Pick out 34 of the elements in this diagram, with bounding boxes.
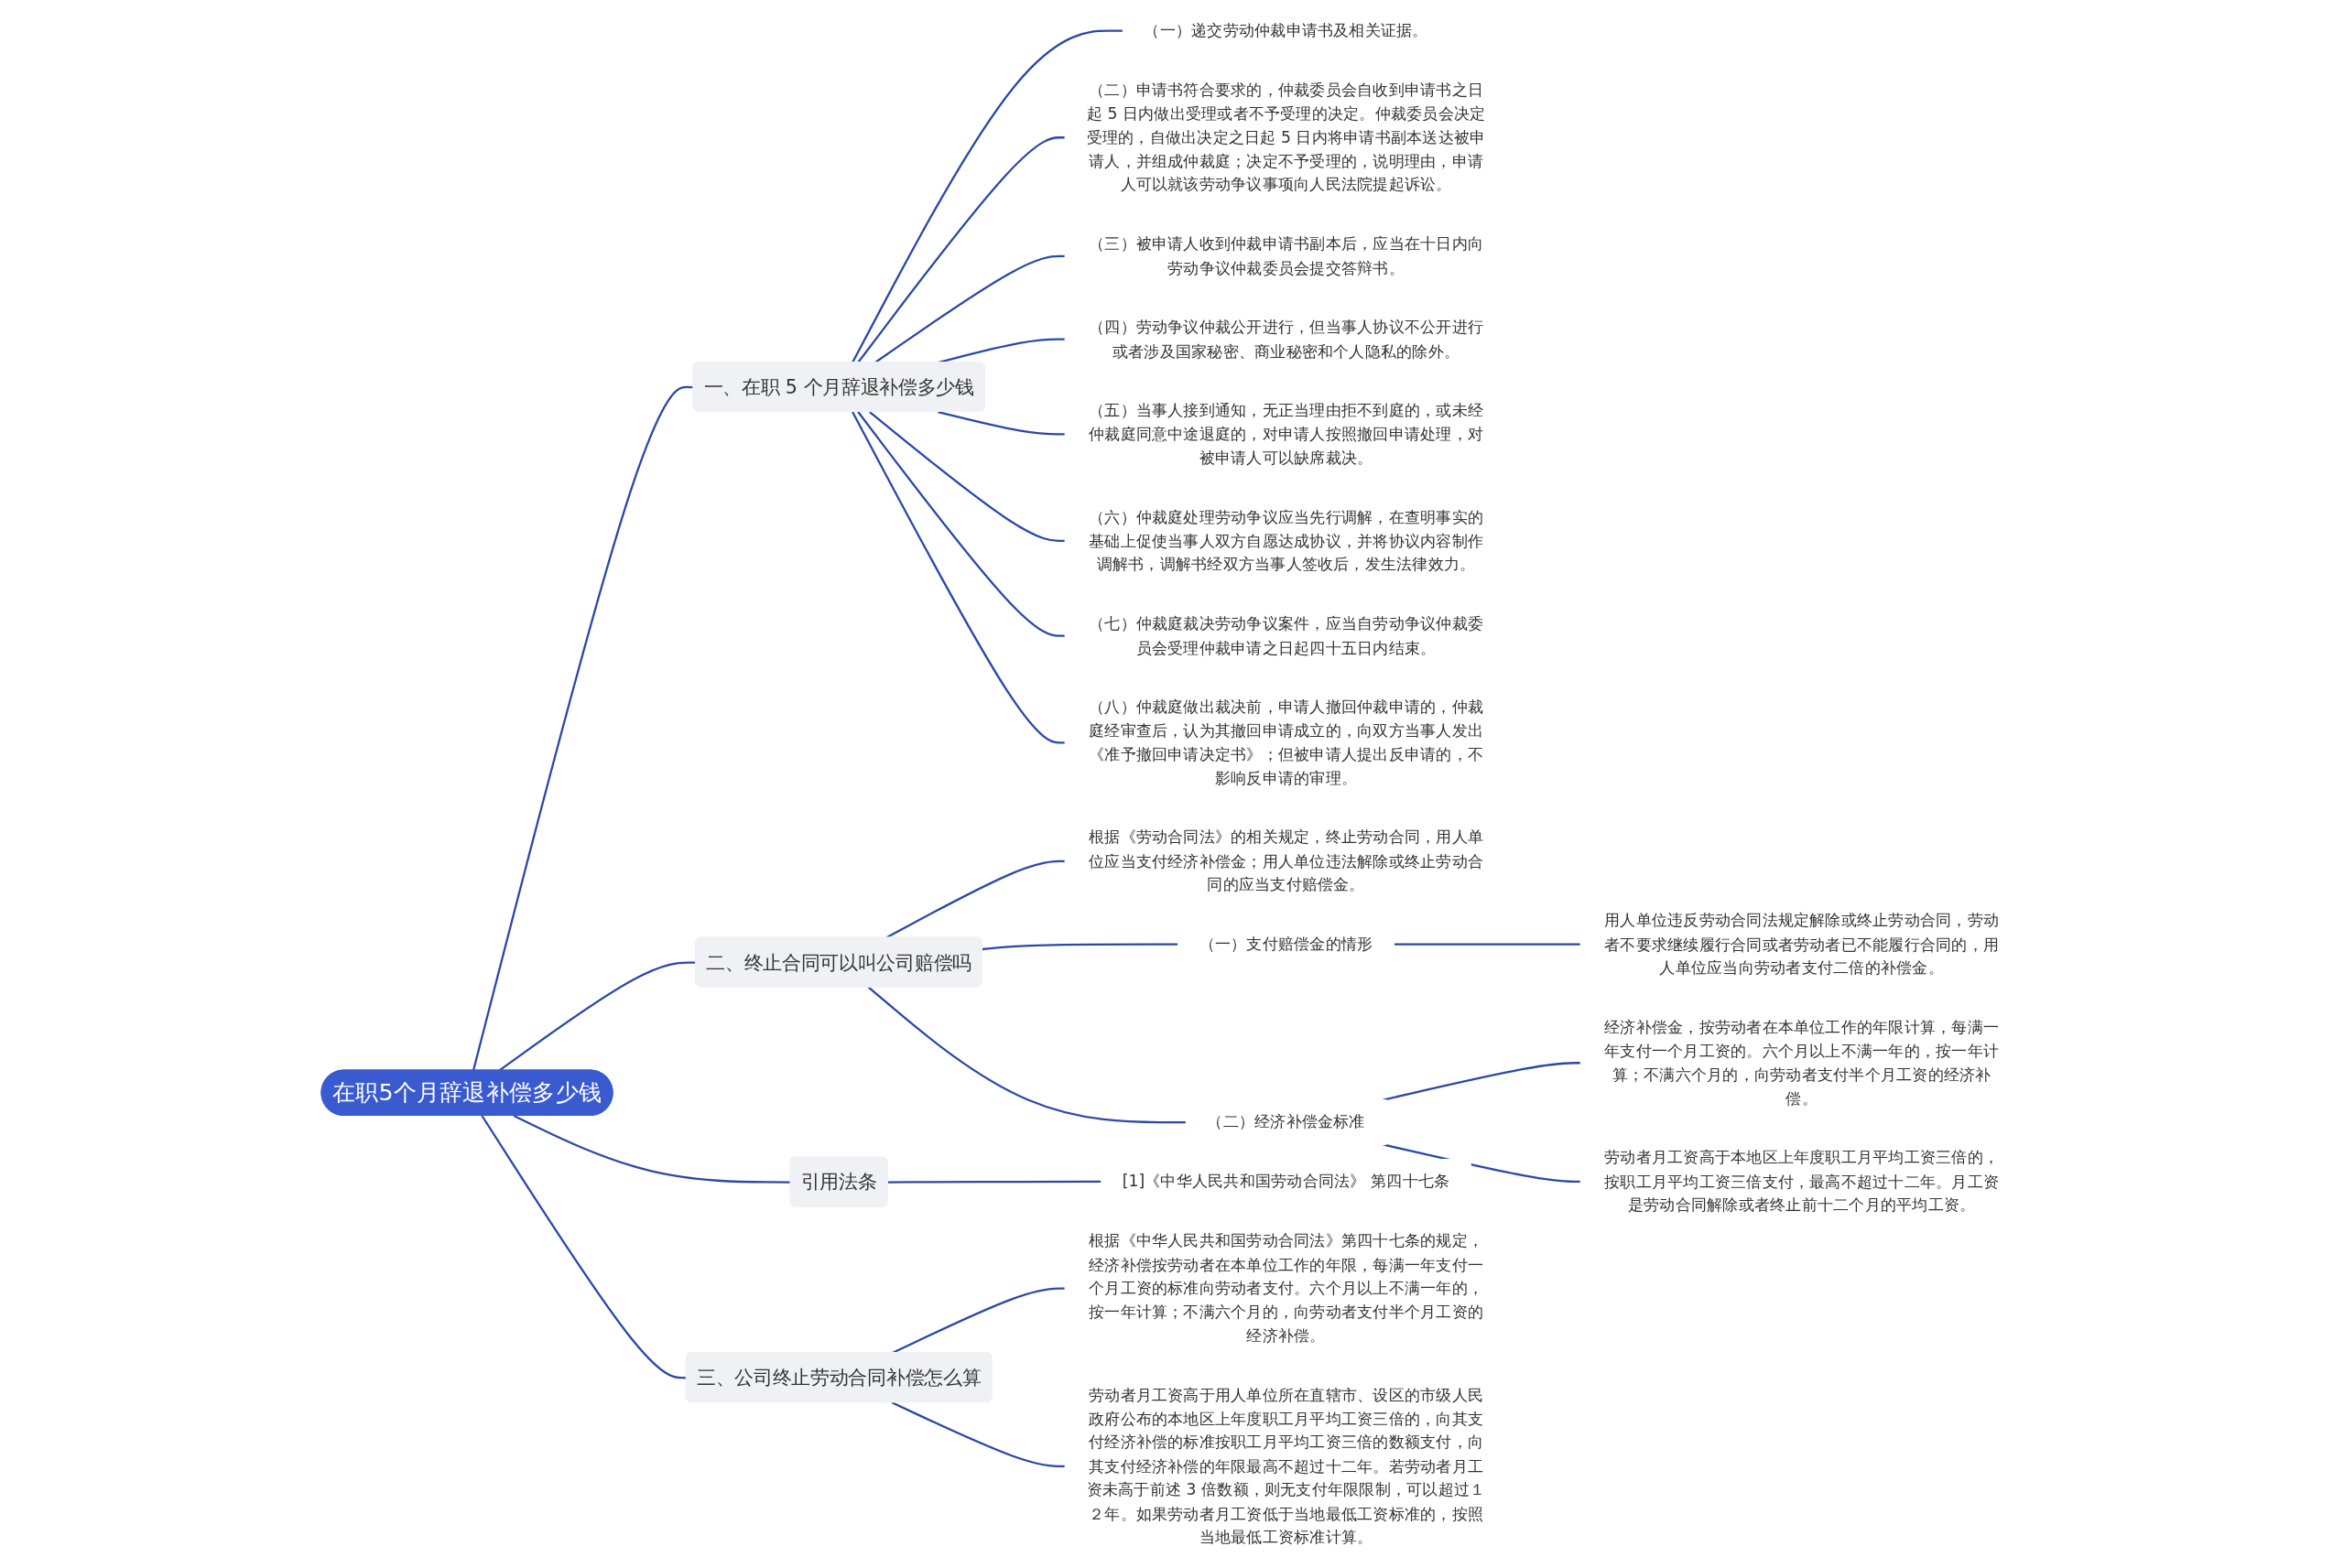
node-text: （一）支付赔偿金的情形: [1199, 935, 1373, 954]
connector: [1394, 943, 1581, 946]
node-text: 经济补偿金，按劳动者在本单位工作的年限计算，每满一年支付一个月工资的。六个月以上不满一年的，按一年计算；不满六个月的，向劳动者支付半个月工资的经济补偿。: [1604, 1017, 2000, 1108]
connector: [884, 860, 1066, 939]
connector: [982, 943, 1178, 951]
node-text: 根据《中华人民共和国劳动合同法》第四十七条的规定，经济补偿按劳动者在本单位工作的年限，每满一年支付一个月工资的标准向劳动者支付。六个月以上不满一年的，按一年计算；不满六个月的，向劳动者支付半个月工资的经济补偿。: [1089, 1231, 1483, 1346]
connector: [938, 410, 1066, 436]
node-text: （七）仲裁庭裁决劳动争议案件，应当自劳动争议仲裁委员会受理仲裁申请之日起四十五日内结束。: [1089, 614, 1483, 657]
connector: [1383, 1143, 1581, 1183]
connector: [852, 411, 1066, 744]
node-text: （三）被申请人收到仲裁申请书副本后，应当在十日内向劳动争议仲裁委员会提交答辩书。: [1089, 234, 1483, 277]
connector: [472, 385, 694, 1071]
node-text: （八）仲裁庭做出裁决前，申请人撤回仲裁申请的，仲裁庭经审查后，认为其撤回申请成立的，向双方当事人发出《准予撤回申请决定书》；但被申请人提出反申请的，不影响反申请的审理。: [1089, 697, 1483, 788]
connector: [1383, 1062, 1581, 1101]
connector: [857, 136, 1066, 363]
node-text: （六）仲裁庭处理劳动争议应当先行调解，在查明事实的基础上促使当事人双方自愿达成协议，并将协议内容制作调解书，调解书经双方当事人签收后，发生法律效力。: [1089, 507, 1483, 574]
node-text: 劳动者月工资高于本地区上年度职工月平均工资三倍的，按职工月平均工资三倍支付，最高不超过十二年。月工资是劳动合同解除或者终止前十二个月的平均工资。: [1604, 1148, 2000, 1215]
node-text: （一）递交劳动仲裁申请书及相关证据。: [1144, 20, 1428, 40]
connector: [513, 1114, 791, 1184]
node-text: （五）当事人接到通知，无正当理由拒不到庭的，或未经仲裁庭同意中途退庭的，对申请人按照撤回申请处理，对被申请人可以缺席裁决。: [1089, 400, 1483, 468]
connector: [887, 1180, 1101, 1184]
node-text: 劳动者月工资高于用人单位所在直辖市、设区的市级人民政府公布的本地区上年度职工月平均工资三倍的，向其支付经济补偿的标准按职工月平均工资三倍的数额支付，向其支付经济补偿的年限最高不超过十二年。若劳动者月工资未高于前述 3 倍数额，则无支付年限限制，可以超过１２年。如果劳动者月工资低于当地最低工资标准的，按照当地最低工资标准计算。: [1086, 1385, 1486, 1547]
connector: [874, 254, 1066, 363]
connector: [867, 986, 1187, 1124]
node-text: （二）申请书符合要求的，仲裁委员会自收到申请书之日起 5 日内做出受理或者不予受理的决定。仲裁委员会决定受理的，自做出决定之日起 5 日内将申请书副本送达被申请人，并组成仲裁庭；决定不予受理的，说明理由，申请人可以就该劳动争议事项向人民法院提起诉讼。: [1086, 80, 1486, 195]
connector: [891, 1401, 1066, 1467]
connector: [852, 29, 1123, 363]
node-text: [1]《中华人民共和国劳动合同法》 第四十七条: [1122, 1172, 1450, 1192]
node-text: （四）劳动争议仲裁公开进行，但当事人协议不公开进行或者涉及国家秘密、商业秘密和个人隐私的除外。: [1089, 318, 1483, 361]
node-text: 用人单位违反劳动合同法规定解除或终止劳动合同，劳动者不要求继续履行合同或者劳动者已不能履行合同的，用人单位应当向劳动者支付二倍的补偿金。: [1604, 911, 2000, 978]
node-text: （二）经济补偿金标准: [1207, 1112, 1365, 1132]
node-text: 根据《劳动合同法》的相关规定，终止劳动合同，用人单位应当支付经济补偿金；用人单位违法解除或终止劳动合同的应当支付赔偿金。: [1089, 827, 1483, 894]
connector: [869, 411, 1066, 543]
connector: [857, 411, 1066, 637]
